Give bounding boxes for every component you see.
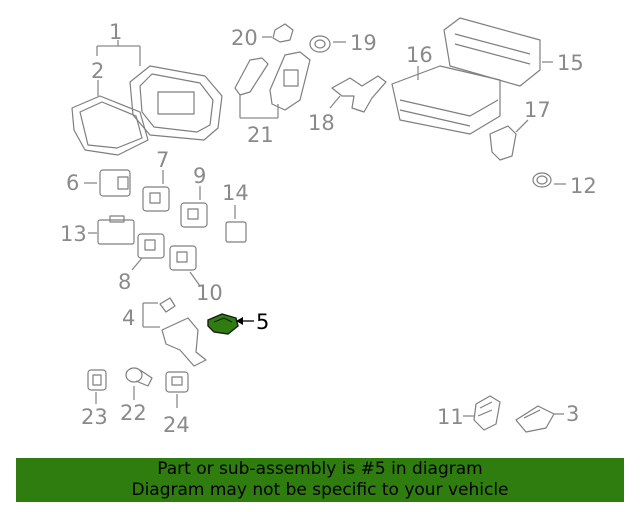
- callout-9: 9: [193, 164, 206, 188]
- part-5-highlighted: [207, 313, 239, 335]
- parts-diagram: 1 2 3 4 5 6 7 8 9 10 11 12 13 14 15 16 1…: [60, 17, 597, 437]
- part-14-switch: [225, 221, 247, 243]
- callout-20: 20: [231, 26, 258, 50]
- callout-8: 8: [118, 270, 131, 294]
- part-18-bracket: [331, 75, 387, 113]
- part-7-switch: [142, 186, 170, 212]
- part-19: [309, 35, 331, 53]
- callout-12: 12: [570, 174, 597, 198]
- callout-15: 15: [557, 51, 584, 75]
- callout-11: 11: [437, 405, 464, 429]
- part-23: [87, 369, 107, 391]
- callout-21: 21: [247, 123, 274, 147]
- part-10-switch: [169, 245, 197, 271]
- callout-19: 19: [350, 31, 377, 55]
- part-2-cluster-bezel: [71, 95, 149, 156]
- part-1-instrument-cluster: [129, 65, 223, 141]
- part-15-control-panel: [443, 17, 541, 87]
- callout-13: 13: [60, 222, 87, 246]
- part-13-module: [97, 215, 135, 245]
- callout-1: 1: [109, 20, 122, 44]
- part-4-bracket: [159, 297, 207, 367]
- part-20: [272, 23, 294, 43]
- callout-14: 14: [222, 181, 249, 205]
- callout-16: 16: [406, 43, 433, 67]
- part-3-switch: [515, 405, 555, 433]
- callout-5: 5: [256, 310, 269, 334]
- callout-24: 24: [163, 413, 190, 437]
- callout-10: 10: [196, 281, 223, 305]
- callout-3: 3: [566, 402, 579, 426]
- callout-7: 7: [156, 148, 169, 172]
- part-6-switch: [99, 169, 131, 197]
- part-8-switch: [137, 233, 165, 259]
- part-22: [125, 367, 153, 387]
- callout-2: 2: [91, 59, 104, 83]
- callout-22: 22: [120, 401, 147, 425]
- callout-6: 6: [66, 171, 79, 195]
- part-12: [532, 172, 552, 188]
- callout-4: 4: [122, 306, 135, 330]
- callout-17: 17: [524, 98, 551, 122]
- banner-line-1: Part or sub-assembly is #5 in diagram: [157, 459, 483, 479]
- part-9-switch: [180, 202, 208, 228]
- callout-23: 23: [81, 405, 108, 429]
- part-11-switch: [473, 395, 501, 431]
- part-17: [489, 125, 517, 161]
- part-21: [234, 51, 311, 111]
- callout-18: 18: [308, 111, 335, 135]
- banner-line-2: Diagram may not be specific to your vehi…: [131, 480, 509, 500]
- part-16-head-unit: [391, 65, 501, 135]
- part-info-banner: Part or sub-assembly is #5 in diagram Di…: [16, 458, 624, 502]
- part-24: [165, 371, 189, 393]
